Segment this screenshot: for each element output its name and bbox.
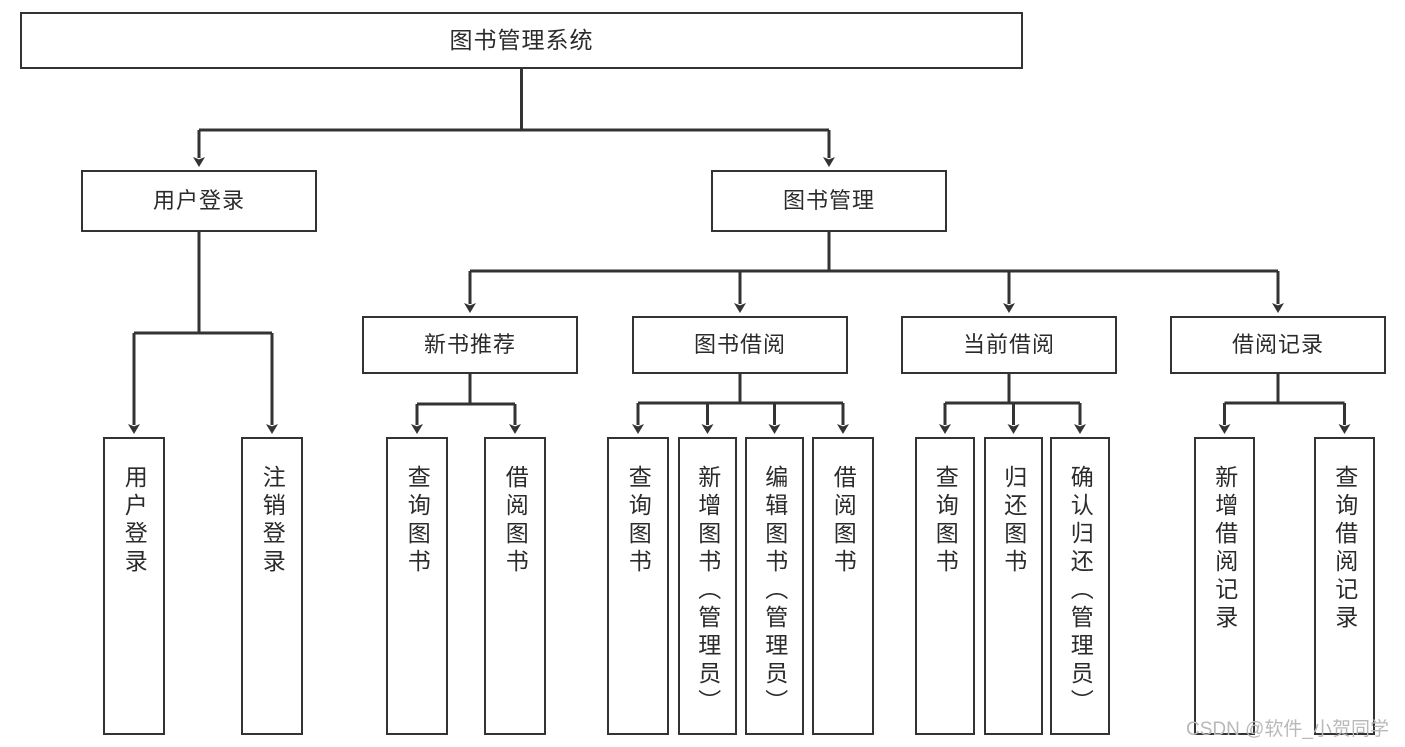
node-l2-2[interactable]: 当前借阅 <box>901 316 1117 374</box>
node-label: 新书推荐 <box>423 332 516 358</box>
node-leaf-0[interactable]: 用户登录 <box>103 437 165 735</box>
node-leaf-4[interactable]: 查询图书 <box>607 437 669 735</box>
node-label: 当前借阅 <box>962 332 1055 358</box>
node-label: 图书管理系统 <box>449 27 594 54</box>
node-leaf-10[interactable]: 确认归还（管理员） <box>1050 437 1110 735</box>
node-leaf-9[interactable]: 归还图书 <box>984 437 1043 735</box>
node-label: 用户登录 <box>152 188 245 214</box>
node-leaf-1[interactable]: 注销登录 <box>241 437 303 735</box>
node-label: 查询图书 <box>932 465 959 577</box>
node-leaf-7[interactable]: 借阅图书 <box>812 437 874 735</box>
node-l2-1[interactable]: 图书借阅 <box>632 316 848 374</box>
node-label: 借阅图书 <box>830 465 857 577</box>
node-leaf-8[interactable]: 查询图书 <box>915 437 975 735</box>
node-leaf-6[interactable]: 编辑图书（管理员） <box>745 437 804 735</box>
node-label: 借阅图书 <box>502 465 529 577</box>
node-label: 借阅记录 <box>1231 332 1324 358</box>
node-label: 新增借阅记录 <box>1211 465 1238 633</box>
node-leaf-11[interactable]: 新增借阅记录 <box>1194 437 1255 735</box>
node-label: 用户登录 <box>121 465 148 577</box>
node-label: 图书借阅 <box>693 332 786 358</box>
node-leaf-3[interactable]: 借阅图书 <box>484 437 546 735</box>
node-label: 图书管理 <box>782 188 875 214</box>
node-root[interactable]: 图书管理系统 <box>20 12 1023 69</box>
node-leaf-5[interactable]: 新增图书（管理员） <box>678 437 737 735</box>
node-label: 确认归还（管理员） <box>1067 465 1094 717</box>
node-label: 查询图书 <box>404 465 431 577</box>
node-label: 编辑图书（管理员） <box>761 465 788 717</box>
watermark-label: CSDN @软件_小贺同学 <box>1186 719 1389 740</box>
node-label: 查询图书 <box>625 465 652 577</box>
node-leaf-2[interactable]: 查询图书 <box>386 437 448 735</box>
node-label: 归还图书 <box>1000 465 1027 577</box>
node-label: 新增图书（管理员） <box>694 465 721 717</box>
node-label: 查询借阅记录 <box>1331 465 1358 633</box>
node-l2-0[interactable]: 新书推荐 <box>362 316 578 374</box>
node-leaf-12[interactable]: 查询借阅记录 <box>1314 437 1375 735</box>
node-label: 注销登录 <box>259 465 286 577</box>
node-l2-3[interactable]: 借阅记录 <box>1170 316 1386 374</box>
node-l1-0[interactable]: 用户登录 <box>81 170 317 232</box>
node-l1-1[interactable]: 图书管理 <box>711 170 947 232</box>
